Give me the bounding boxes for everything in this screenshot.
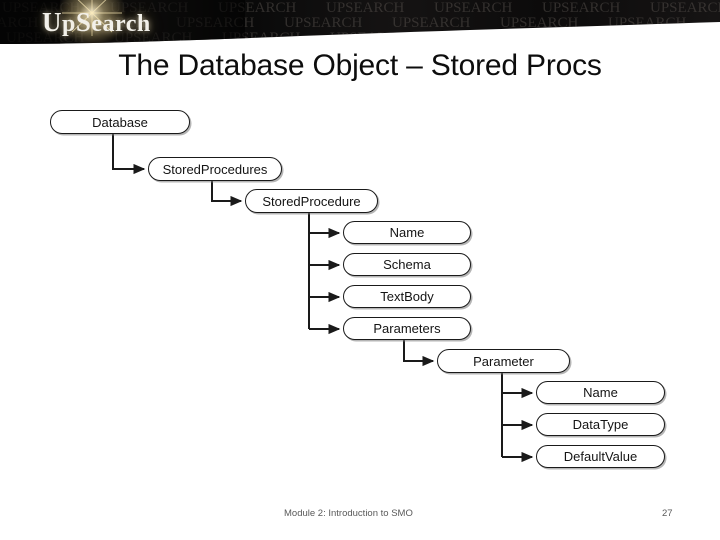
- node-storedprocedures[interactable]: StoredProcedures: [148, 157, 282, 181]
- header-banner: UPSEARCH UPSEARCH UPSEARCH UPSEARCH UPSE…: [0, 0, 720, 46]
- node-sp-textbody[interactable]: TextBody: [343, 285, 471, 308]
- node-sp-name[interactable]: Name: [343, 221, 471, 244]
- node-p-datatype[interactable]: DataType: [536, 413, 665, 436]
- node-label: Database: [92, 114, 148, 130]
- starburst-rays: [62, 0, 122, 36]
- edge-storedprocedure-name: [308, 213, 341, 239]
- node-label: Name: [583, 385, 618, 400]
- node-label: DataType: [572, 417, 629, 432]
- svg-text:UPSEARCH: UPSEARCH: [500, 15, 579, 31]
- edge-parameters-parameter: [403, 340, 435, 367]
- banner-shape: UPSEARCH UPSEARCH UPSEARCH UPSEARCH UPSE…: [0, 0, 720, 46]
- node-sp-parameters[interactable]: Parameters: [343, 317, 471, 340]
- footer-note: Module 2: Introduction to SMO: [284, 508, 413, 519]
- svg-text:UPSEARCH: UPSEARCH: [650, 0, 720, 16]
- svg-text:UPSEARCH: UPSEARCH: [546, 30, 625, 46]
- svg-text:UPSEARCH: UPSEARCH: [608, 15, 687, 31]
- node-label: Name: [389, 225, 425, 240]
- node-label: StoredProcedures: [162, 161, 268, 177]
- node-sp-schema[interactable]: Schema: [343, 253, 471, 276]
- svg-text:UPSEARCH: UPSEARCH: [438, 30, 517, 46]
- svg-text:UPSEARCH: UPSEARCH: [326, 0, 405, 16]
- node-parameter[interactable]: Parameter: [437, 349, 570, 373]
- svg-text:UPSEARCH: UPSEARCH: [542, 0, 621, 16]
- svg-text:UPSEARCH: UPSEARCH: [284, 15, 363, 31]
- edge-parameter-name: [501, 373, 534, 399]
- node-label: StoredProcedure: [262, 193, 361, 209]
- svg-text:UPSEARCH: UPSEARCH: [434, 0, 513, 16]
- node-p-name[interactable]: Name: [536, 381, 665, 404]
- edge-database-storedprocedures: [112, 134, 146, 175]
- node-label: Parameter: [473, 353, 534, 369]
- node-storedprocedure[interactable]: StoredProcedure: [245, 189, 378, 213]
- node-p-defaultvalue[interactable]: DefaultValue: [536, 445, 665, 468]
- node-database[interactable]: Database: [50, 110, 190, 134]
- svg-text:UPSEARCH: UPSEARCH: [330, 30, 409, 46]
- edge-storedprocedures-storedprocedure: [211, 181, 243, 207]
- node-label: TextBody: [380, 289, 434, 304]
- node-label: Schema: [383, 257, 431, 272]
- footer-page-number: 27: [662, 508, 673, 519]
- svg-text:UPSEARCH: UPSEARCH: [392, 15, 471, 31]
- node-label: Parameters: [373, 321, 441, 336]
- page-title: The Database Object – Stored Procs: [118, 49, 602, 82]
- node-label: DefaultValue: [563, 449, 638, 464]
